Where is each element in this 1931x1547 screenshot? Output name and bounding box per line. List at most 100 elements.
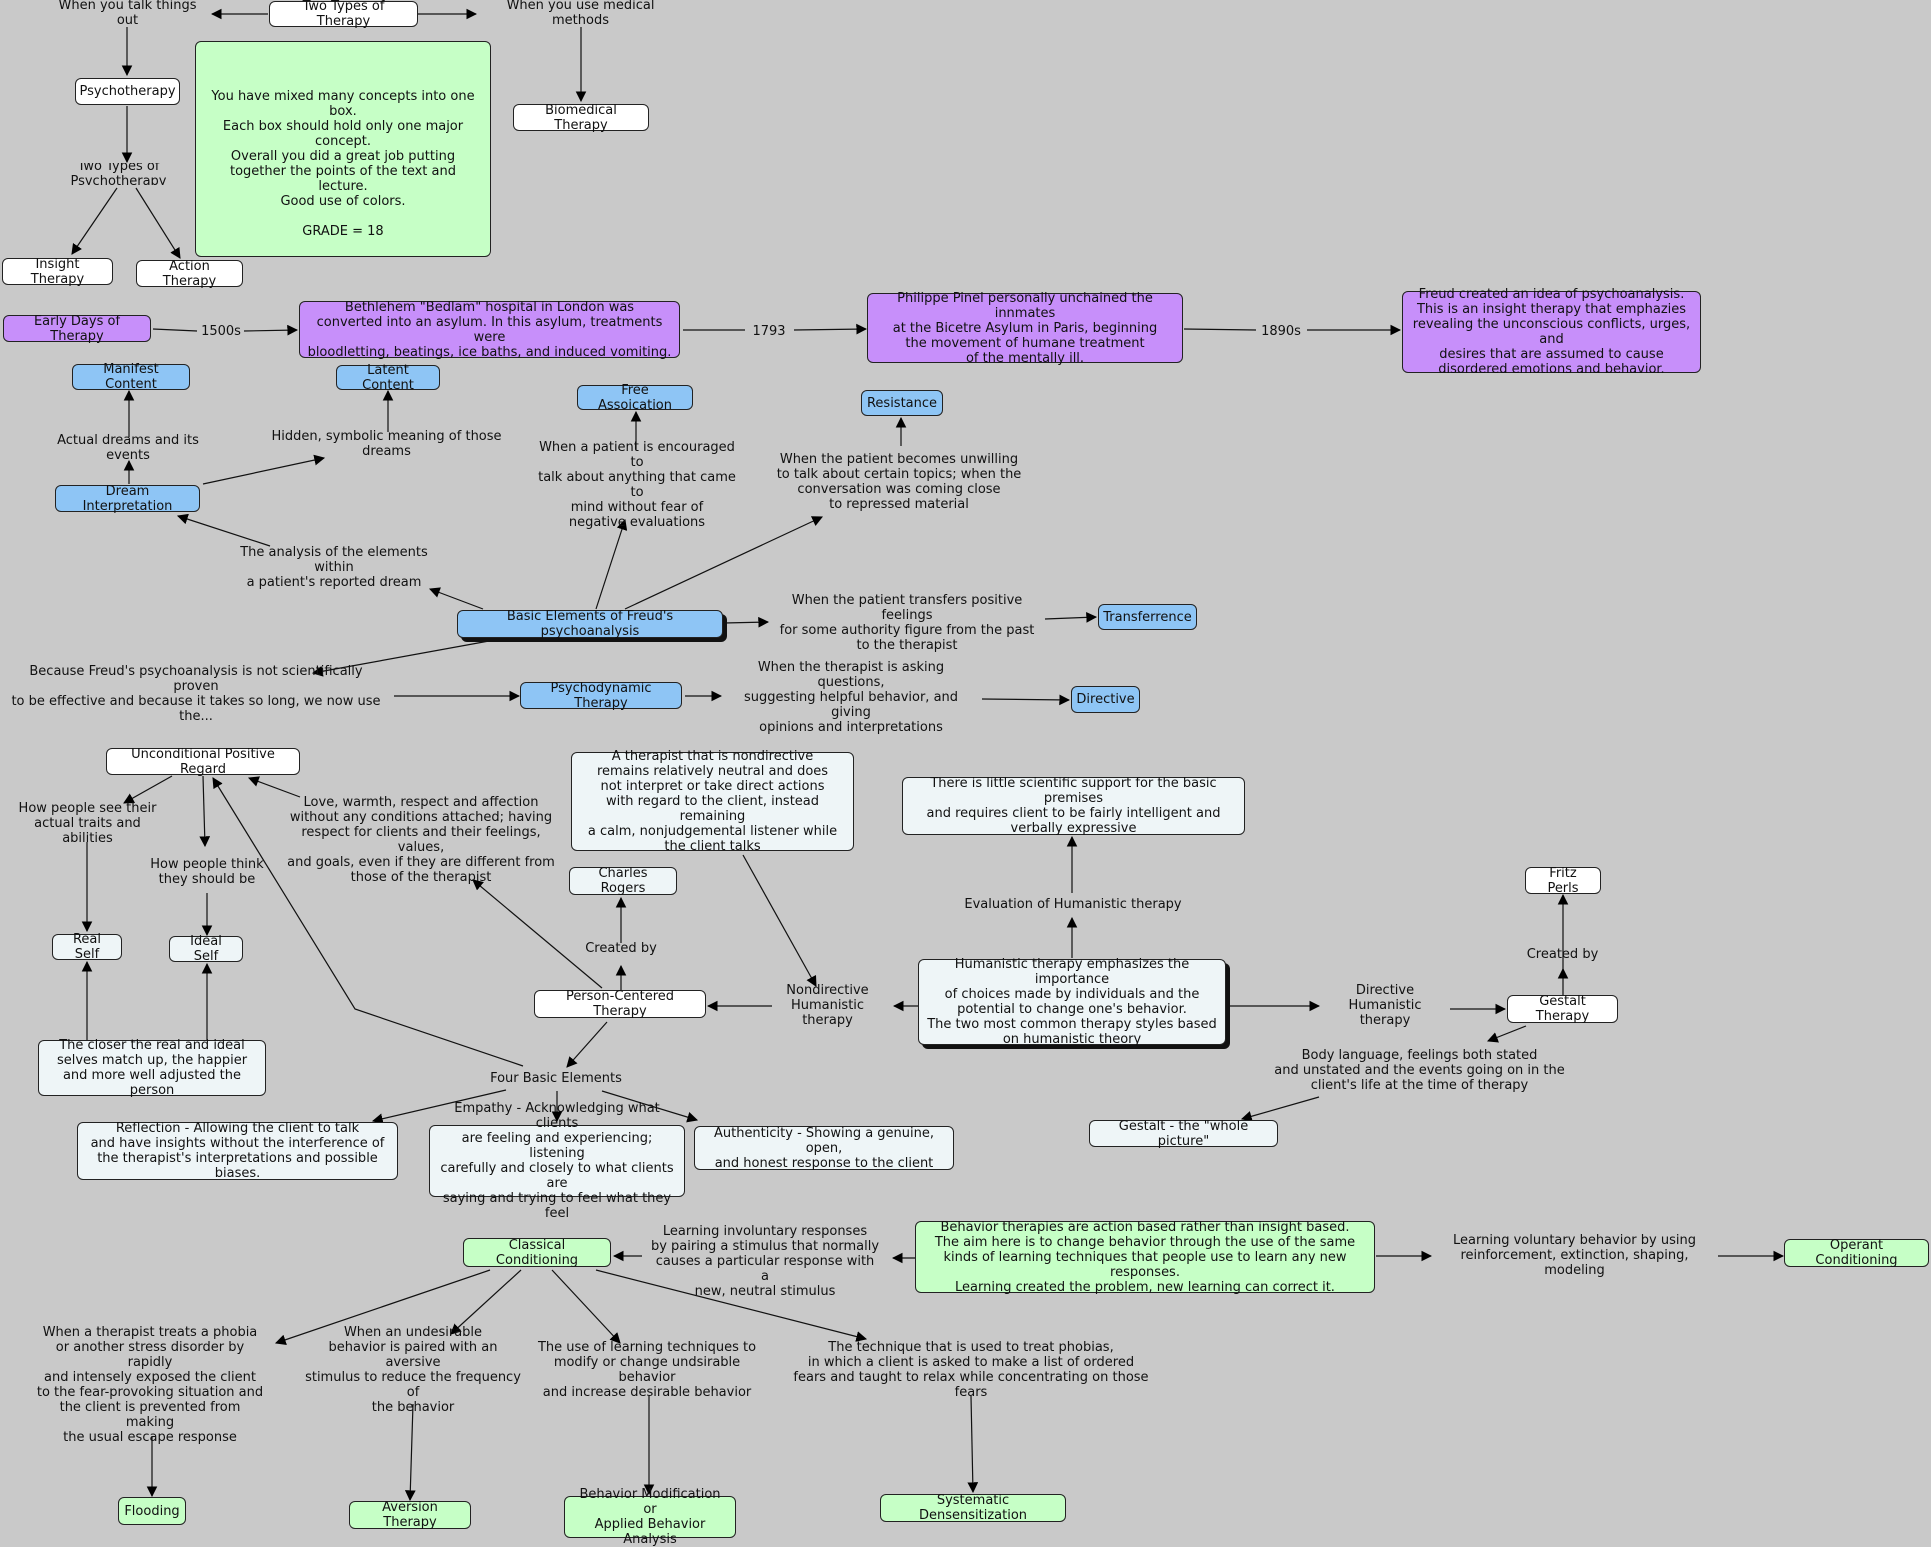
edge [71,187,118,255]
edge [243,324,299,336]
gestalt-therapy-node[interactable]: Gestalt Therapy [1507,994,1618,1024]
edge [428,587,484,610]
aversion-description: When an undesirable behavior is paired w… [305,1325,521,1415]
transference-description: When the patient transfers positive feel… [779,593,1035,653]
edge [371,1089,507,1125]
freud-not-proven-label: Because Freud's psychoanalysis is not sc… [11,664,381,724]
closer-real-ideal-box: The closer the real and ideal selves mat… [38,1038,266,1098]
body-language-description: Body language, feelings both stated and … [1274,1047,1565,1093]
aversion-therapy-node[interactable]: Aversion Therapy [349,1500,471,1530]
edge [472,879,603,989]
edge [601,1090,699,1123]
transference-node[interactable]: Transferrence [1098,604,1197,630]
nondirective-description-box: A therapist that is nondirective remains… [571,749,854,854]
edge [793,323,868,335]
dream-analysis-description: The analysis of the elements within a pa… [240,544,428,590]
classical-conditioning-node[interactable]: Classical Conditioning [463,1238,611,1268]
gestalt-whole-picture-node[interactable]: Gestalt - the "whole picture" [1089,1119,1278,1149]
edge [199,775,211,848]
edge [404,1403,416,1502]
flooding-node[interactable]: Flooding [118,1497,186,1525]
label-1500s: 1500s [201,323,241,339]
directive-humanistic-label: Directive Humanistic therapy [1348,982,1422,1028]
basic-elements-freud-node[interactable]: Basic Elements of Freud's psychoanalysis [457,609,723,639]
person-centered-therapy-node[interactable]: Person-Centered Therapy [534,989,706,1019]
reflection-box: Reflection - Allowing the client to talk… [77,1121,398,1181]
edge [212,777,524,1067]
ideal-self-node[interactable]: Ideal Self [169,934,243,964]
resistance-node[interactable]: Resistance [861,390,943,416]
instructor-comment-note: You have mixed many concepts into one bo… [195,41,491,257]
nondirective-humanistic-label: Nondirective Humanistic therapy [786,982,869,1028]
insight-therapy-node[interactable]: Insight Therapy [2,257,113,287]
evaluation-humanistic-label: Evaluation of Humanistic therapy [964,896,1182,912]
think-be-label: How people think they should be [150,857,264,887]
love-warmth-description: Love, warmth, respect and affection with… [287,795,555,885]
directive-node[interactable]: Directive [1071,686,1140,713]
psychotherapy-node[interactable]: Psychotherapy [75,78,180,105]
real-self-node[interactable]: Real Self [52,932,122,962]
two-types-of-psychotherapy-label: Two Types of Psychotherapy [70,163,167,185]
edge [311,638,501,677]
see-traits-label: How people see their actual traits and a… [18,800,157,846]
freud-psychoanalysis-node[interactable]: Freud created an idea of psychoanalysis.… [1402,287,1701,377]
resistance-description: When the patient becomes unwilling to ta… [776,452,1022,512]
edge [595,518,628,610]
latent-content-node[interactable]: Latent Content [336,363,440,393]
bedlam-hospital-node[interactable]: Bethlehem "Bedlam" hospital in London wa… [299,300,680,360]
behavior-modification-description: The use of learning techniques to modify… [537,1340,757,1400]
edge [450,1269,522,1335]
edge [123,775,173,804]
created-by-perls-label: Created by [1526,946,1599,962]
empathy-box: Empathy - Acknowledging what clients are… [429,1101,685,1221]
psychodynamic-therapy-node[interactable]: Psychodynamic Therapy [520,681,682,711]
four-basic-elements-label: Four Basic Elements [490,1070,622,1086]
two-types-of-therapy-node[interactable]: Two Types of Therapy [269,0,418,29]
edge [624,516,823,610]
directive-description: When the therapist is asking questions, … [743,659,959,735]
action-therapy-node[interactable]: Action Therapy [136,259,243,289]
free-association-description: When a patient is encouraged to talk abo… [538,440,736,530]
biomedical-therapy-node[interactable]: Biomedical Therapy [513,103,649,133]
operant-conditioning-node[interactable]: Operant Conditioning [1784,1238,1929,1268]
charles-rogers-node[interactable]: Charles Rogers [569,866,677,896]
edge [1486,1025,1527,1043]
dream-interpretation-node[interactable]: Dream Interpretation [55,484,200,514]
talk-things-out-label: When you talk things out [58,0,197,28]
edge [274,1269,491,1345]
systematic-desensitization-description: The technique that is used to treat phob… [793,1340,1149,1400]
edge [742,854,817,987]
early-days-of-therapy-node[interactable]: Early Days of Therapy [3,314,151,344]
humanistic-therapy-node[interactable]: Humanistic therapy emphasizes the import… [918,957,1226,1047]
label-1793: 1793 [752,323,786,339]
edge [202,454,326,485]
behavior-therapies-node[interactable]: Behavior therapies are action based rath… [915,1220,1375,1295]
edge [566,1021,608,1068]
unconditional-positive-regard-node[interactable]: Unconditional Positive Regard [106,747,300,777]
edge [595,1269,868,1342]
manifest-content-node[interactable]: Manifest Content [72,362,190,392]
philippe-pinel-node[interactable]: Philippe Pinel personally unchained the … [867,291,1183,366]
edge [247,776,301,798]
edge [176,513,271,547]
actual-dreams-label: Actual dreams and its events [57,433,199,463]
edge [135,187,181,259]
free-association-node[interactable]: Free Assoication [577,383,693,413]
edge [967,1395,979,1494]
systematic-desensitization-node[interactable]: Systematic Densensitization [880,1493,1066,1523]
edge [152,328,198,332]
authenticity-box: Authenticity - Showing a genuine, open, … [694,1126,954,1171]
fritz-perls-node[interactable]: Fritz Perls [1525,866,1601,896]
edge [551,1269,621,1344]
little-scientific-support-box: There is little scientific support for t… [902,776,1245,836]
edge [723,616,770,628]
involuntary-responses-label: Learning involuntary responses by pairin… [650,1223,880,1299]
label-1890s: 1890s [1261,323,1301,339]
medical-methods-label: When you use medical methods [506,0,655,28]
edge [1044,611,1098,623]
behavior-modification-node[interactable]: Behavior Modification or Applied Behavio… [564,1487,736,1547]
hidden-meaning-label: Hidden, symbolic meaning of those dreams [271,429,502,459]
edge [1240,1096,1320,1122]
edge [981,694,1071,706]
